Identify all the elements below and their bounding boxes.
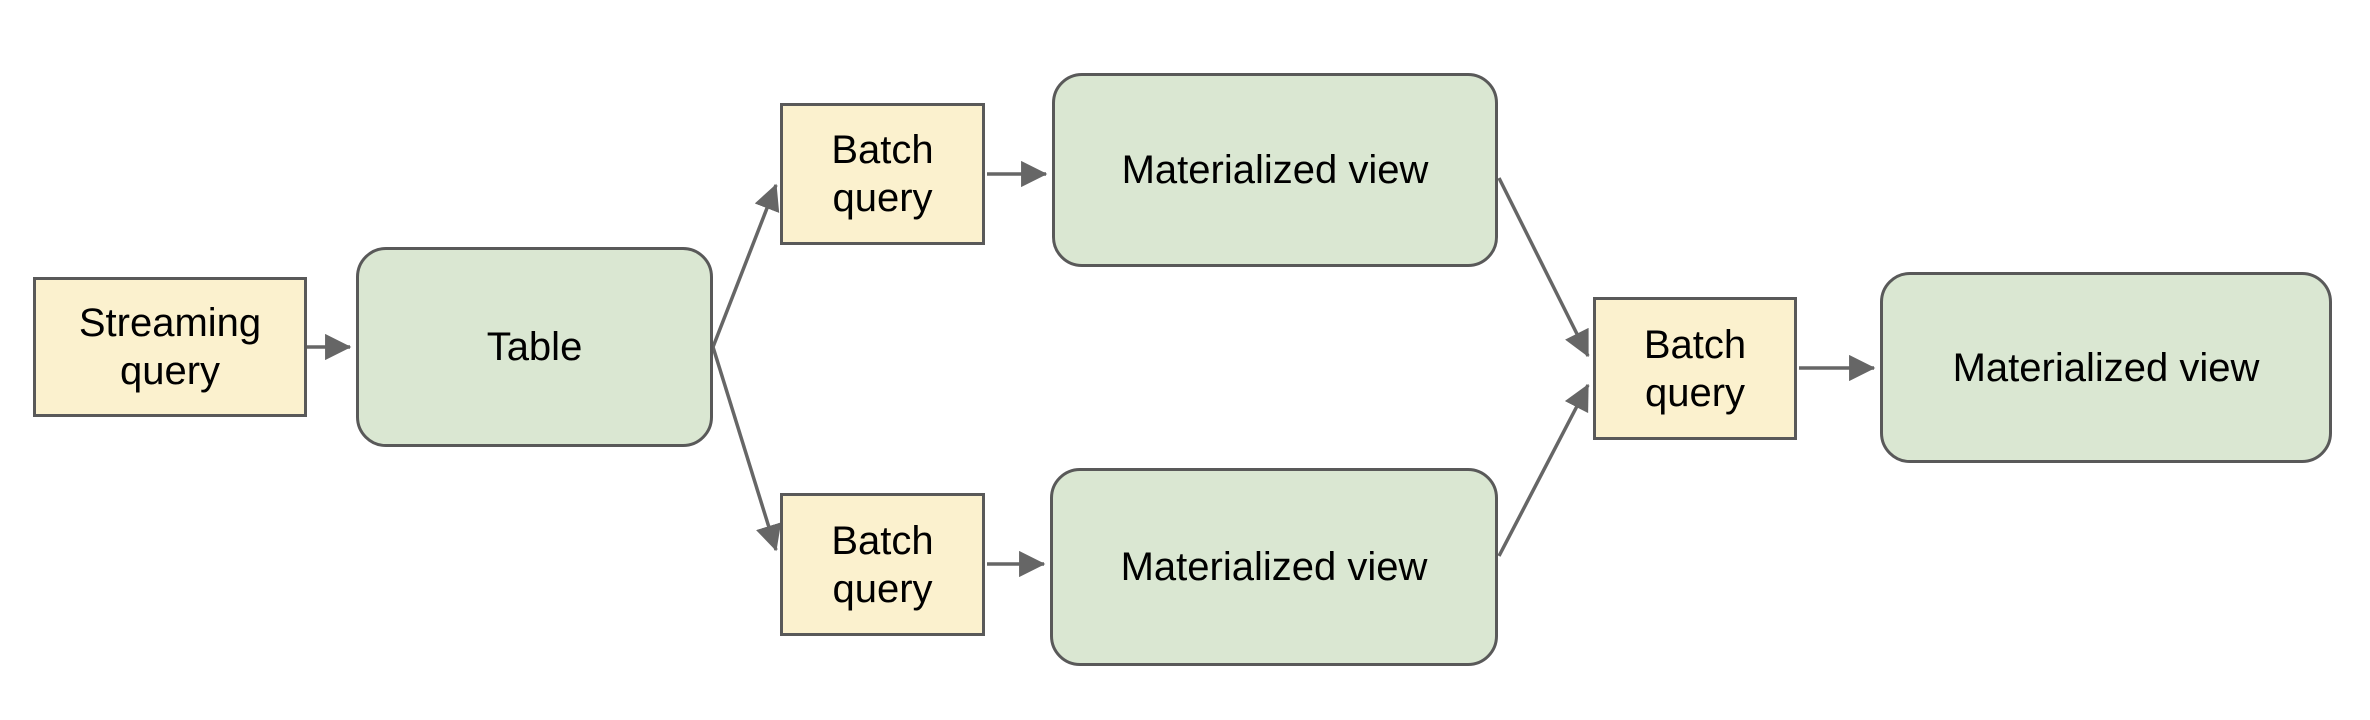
node-materialized-view-bottom: Materialized view bbox=[1050, 468, 1498, 666]
edge-mv-bottom-to-batch-query-merge-arrow bbox=[1497, 383, 1590, 557]
node-materialized-view-final: Materialized view bbox=[1880, 272, 2332, 463]
node-batch-query-top-label: Batch query bbox=[831, 128, 934, 220]
node-table: Table bbox=[356, 247, 713, 447]
node-batch-query-top: Batch query bbox=[780, 103, 985, 245]
edge-table-to-batch-query-bottom-arrow bbox=[711, 346, 782, 552]
node-streaming-query-label: Streaming query bbox=[78, 301, 262, 393]
node-materialized-view-top: Materialized view bbox=[1052, 73, 1498, 267]
node-batch-query-merge-label: Batch query bbox=[1643, 322, 1747, 415]
node-table-label: Table bbox=[486, 325, 583, 369]
node-batch-query-merge: Batch query bbox=[1593, 297, 1797, 440]
edge-table-to-batch-query-top-arrow bbox=[711, 183, 780, 348]
node-materialized-view-top-label: Materialized view bbox=[1121, 148, 1429, 192]
node-batch-query-bottom-label: Batch query bbox=[831, 518, 934, 611]
node-streaming-query: Streaming query bbox=[33, 277, 307, 417]
node-materialized-view-bottom-label: Materialized view bbox=[1120, 545, 1428, 589]
edge-mv-top-to-batch-query-merge-arrow bbox=[1497, 177, 1590, 358]
node-materialized-view-final-label: Materialized view bbox=[1952, 345, 2260, 390]
node-batch-query-bottom: Batch query bbox=[780, 493, 985, 636]
